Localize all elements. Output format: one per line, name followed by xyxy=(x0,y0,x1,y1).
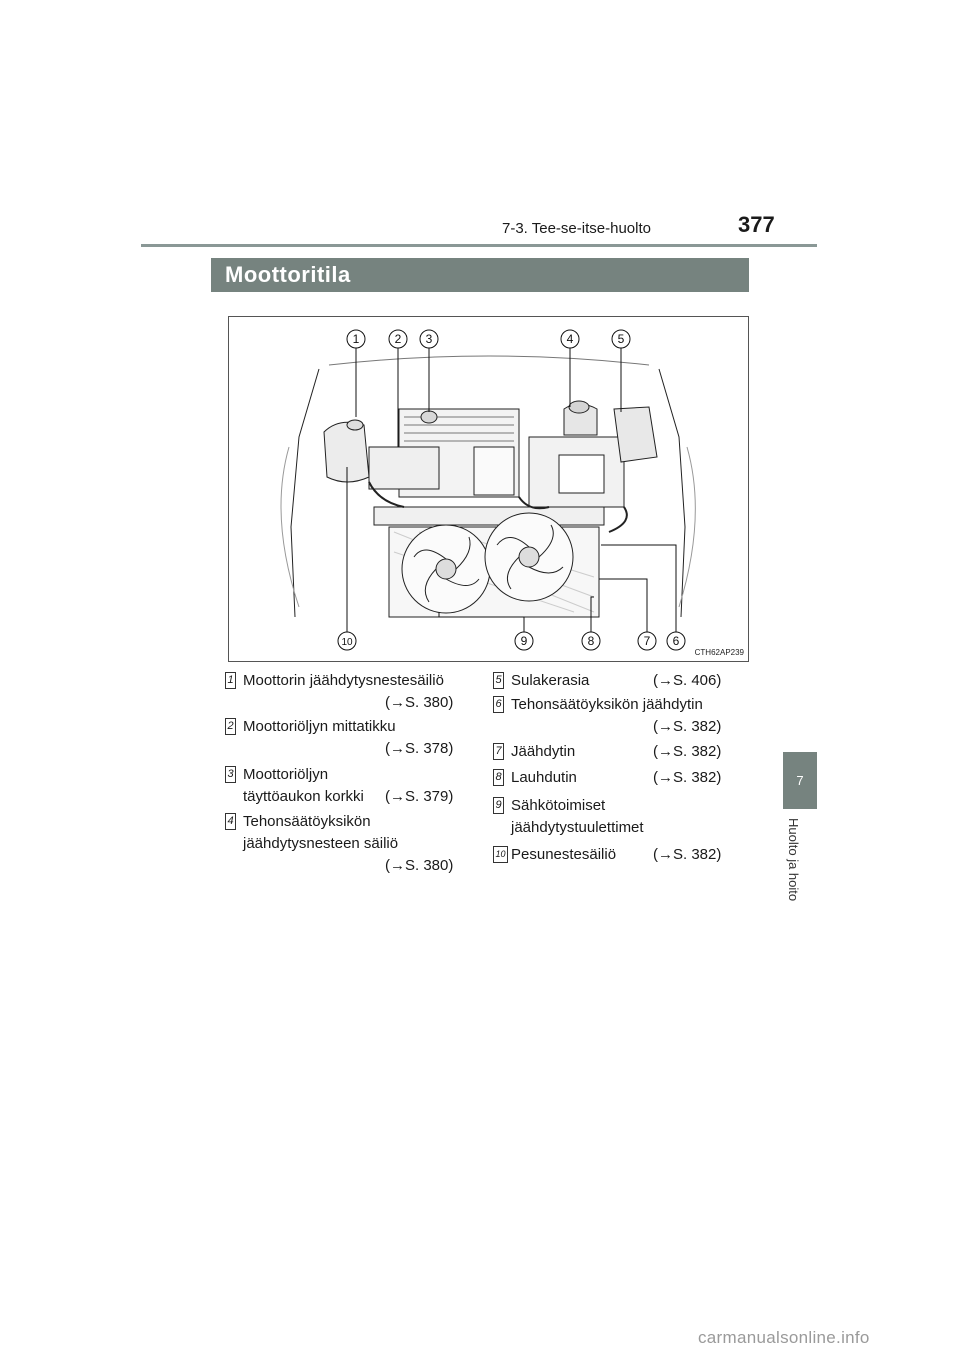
legend-number: 8 xyxy=(493,769,504,786)
legend-number: 3 xyxy=(225,766,236,783)
legend-number: 6 xyxy=(493,696,504,713)
legend-text: Moottoriöljyn xyxy=(243,766,329,783)
legend-number: 5 xyxy=(493,672,504,689)
page-reference[interactable]: (→S. 379) xyxy=(385,788,454,805)
legend-number: 4 xyxy=(225,813,236,830)
legend-number: 9 xyxy=(493,797,504,814)
chapter-title: Huolto ja hoito xyxy=(786,818,801,902)
legend-number: 7 xyxy=(493,743,504,760)
legend-text: Lauhdutin xyxy=(511,769,577,786)
watermark: carmanualsonline.info xyxy=(698,1328,870,1347)
legend-number: 2 xyxy=(225,718,236,735)
legend-text: Jäähdytin xyxy=(511,743,576,760)
page-reference[interactable]: (→S. 382) xyxy=(653,769,722,786)
engine-compartment-figure: 1 2 3 4 5 10 9 8 7 6 CTH62AP239 xyxy=(228,316,749,662)
legend-number: 10 xyxy=(493,846,508,863)
legend-text: jäähdytystuulettimet xyxy=(511,819,644,836)
header-section: 7-3. Tee-se-itse-huolto xyxy=(502,220,651,237)
page-reference[interactable]: (→S. 406) xyxy=(653,672,722,689)
page-reference[interactable]: (→S. 378) xyxy=(385,740,454,757)
header-divider xyxy=(141,244,817,247)
legend-text: jäähdytysnesteen säiliö xyxy=(243,835,399,852)
figure-code: CTH62AP239 xyxy=(694,648,744,657)
page-number: 377 xyxy=(738,212,775,237)
legend-text: täyttöaukon korkki xyxy=(243,788,364,805)
legend-text: Sähkötoimiset xyxy=(511,797,606,814)
legend-text: Moottorin jäähdytysnestesäiliö xyxy=(243,672,444,689)
page-reference[interactable]: (→S. 382) xyxy=(653,846,722,863)
chapter-tab[interactable]: 7 xyxy=(783,752,817,809)
legend-number: 1 xyxy=(225,672,236,689)
page-reference[interactable]: (→S. 382) xyxy=(653,743,722,760)
page-reference[interactable]: (→S. 380) xyxy=(385,857,454,874)
legend-text: Tehonsäätöyksikön jäähdytin xyxy=(511,696,703,713)
legend-text: Sulakerasia xyxy=(511,672,590,689)
page-reference[interactable]: (→S. 382) xyxy=(653,718,722,735)
section-title: Moottoritila xyxy=(211,258,749,292)
legend-text: Tehonsäätöyksikön xyxy=(243,813,371,830)
legend-text: Moottoriöljyn mittatikku xyxy=(243,718,396,735)
legend-text: Pesunestesäiliö xyxy=(511,846,617,863)
page-reference[interactable]: (→S. 380) xyxy=(385,694,454,711)
engine-illustration xyxy=(280,347,696,632)
